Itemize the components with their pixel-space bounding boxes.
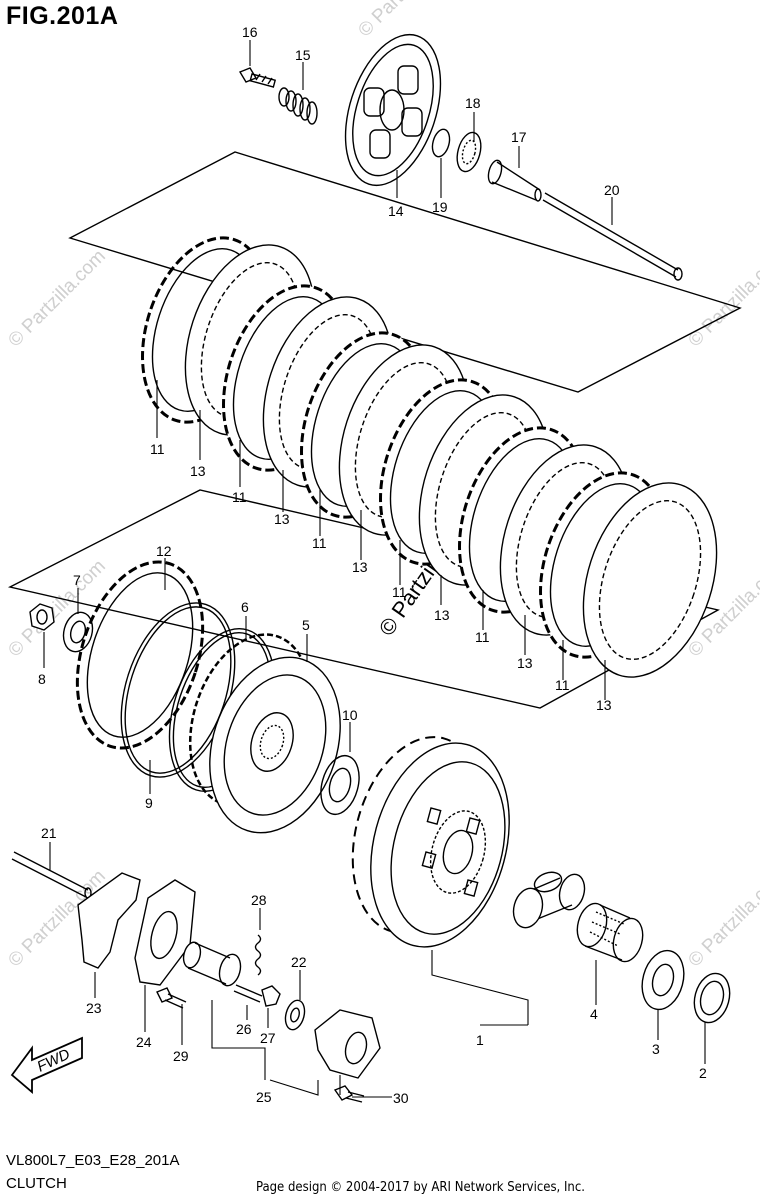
callout-11: 11	[392, 584, 407, 600]
push-rod-21	[11, 851, 92, 899]
callout-13: 13	[274, 511, 290, 527]
drive-plate-12	[75, 560, 205, 750]
sleeve-hub-5	[188, 633, 341, 834]
bearing-18	[456, 131, 482, 173]
bolt-26	[233, 984, 263, 1003]
callout-10: 10	[342, 707, 358, 723]
callout-30: 30	[393, 1090, 409, 1106]
needle-bearing-4	[576, 902, 644, 963]
thrust-washer-3	[641, 949, 685, 1011]
primary-driven-gear-assembly-1	[351, 736, 510, 948]
callout-25: 25	[256, 1089, 272, 1105]
callout-16: 16	[242, 24, 258, 40]
push-rod-20	[542, 192, 683, 281]
push-piece-17	[487, 159, 542, 202]
spring-15	[278, 87, 318, 125]
callout-24: 24	[136, 1034, 152, 1050]
callout-13: 13	[596, 697, 612, 713]
release-cam-25	[182, 941, 242, 987]
callout-15: 15	[295, 47, 311, 63]
oil-seal-22	[284, 999, 306, 1031]
bolt-29	[156, 987, 187, 1009]
callout-22: 22	[291, 954, 307, 970]
driven-plate-13	[582, 482, 718, 678]
callout-11: 11	[475, 629, 490, 645]
plate-group-outline-lower	[7, 489, 720, 709]
callout-11: 11	[232, 489, 247, 505]
callout-21: 21	[41, 825, 57, 841]
return-spring-28	[254, 934, 262, 976]
callout-6: 6	[241, 599, 249, 615]
figure-title: FIG.201A	[6, 2, 119, 30]
callout-11: 11	[555, 677, 570, 693]
callout-3: 3	[652, 1041, 660, 1057]
callout-8: 8	[38, 671, 46, 687]
callout-9: 9	[145, 795, 153, 811]
gasket-24	[134, 879, 196, 986]
model-code: VL800L7_E03_E28_201A	[6, 1152, 180, 1169]
callout-14: 14	[388, 203, 404, 219]
callout-7: 7	[73, 572, 81, 588]
callout-5: 5	[302, 617, 310, 633]
spacer-2	[693, 972, 731, 1024]
callout-28: 28	[251, 892, 267, 908]
callout-11: 11	[312, 535, 327, 551]
washer-19	[431, 128, 451, 158]
bolt-30	[333, 1085, 365, 1103]
bracket-23	[77, 872, 141, 969]
nut-8	[29, 603, 55, 631]
release-housing	[314, 1009, 381, 1079]
callout-numbers: 16 15 14 19 18 17 20 11 13 11 13 11 13 1…	[38, 24, 707, 1106]
clutch-plate-stack	[141, 236, 718, 678]
callout-12: 12	[156, 543, 172, 559]
callout-23: 23	[86, 1000, 102, 1016]
section-name: CLUTCH	[6, 1175, 67, 1192]
callout-4: 4	[590, 1006, 598, 1022]
callout-13: 13	[352, 559, 368, 575]
washer-10	[320, 754, 360, 816]
callout-13: 13	[517, 655, 533, 671]
callout-13: 13	[434, 607, 450, 623]
callout-29: 29	[173, 1048, 189, 1064]
pressure-plate-14	[344, 33, 442, 187]
callout-26: 26	[236, 1021, 252, 1037]
callout-17: 17	[511, 129, 527, 145]
callout-13: 13	[190, 463, 206, 479]
leader-lines	[43, 40, 706, 1098]
callout-18: 18	[465, 95, 481, 111]
fwd-arrow-icon	[10, 1036, 83, 1094]
spacer	[512, 871, 586, 929]
page-credit: Page design © 2004-2017 by ARI Network S…	[256, 1180, 585, 1195]
callout-19: 19	[432, 199, 448, 215]
nut-27	[261, 985, 281, 1007]
bolt-16	[238, 67, 277, 88]
plate-group-outline-upper	[68, 151, 742, 393]
callout-11: 11	[150, 441, 165, 457]
callout-1: 1	[476, 1032, 484, 1048]
callout-2: 2	[699, 1065, 707, 1081]
washer-7	[62, 611, 94, 653]
callout-27: 27	[260, 1030, 276, 1046]
callout-20: 20	[604, 182, 620, 198]
